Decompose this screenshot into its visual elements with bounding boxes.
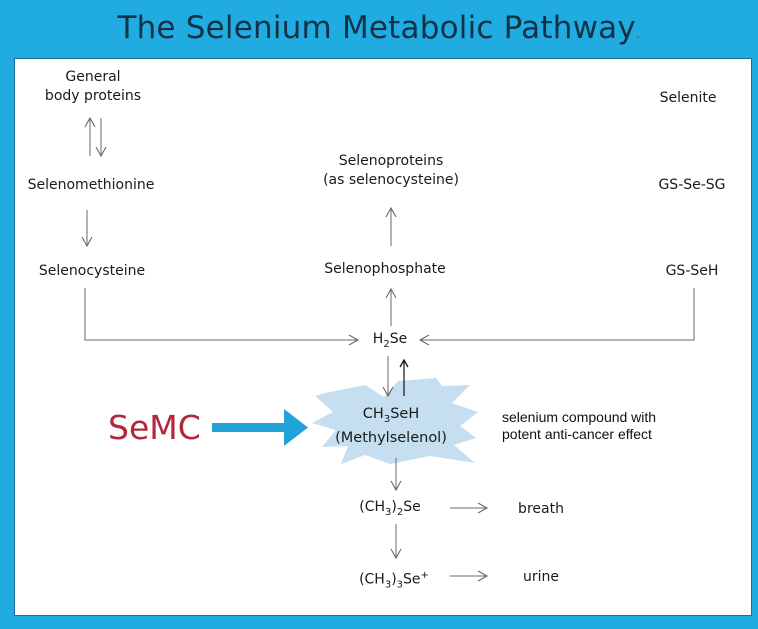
note-line1: selenium compound with (502, 409, 657, 425)
node-general-line2: body proteins (44, 88, 142, 104)
semc-arrow-shaft (212, 423, 288, 432)
node-gs-seh: GS-SeH (665, 263, 719, 279)
diagram-panel (14, 58, 752, 616)
node-dimethyl-selenide: (CH3)2Se (359, 499, 421, 518)
node-selenite: Selenite (659, 90, 717, 106)
node-methylselenol: CH3SeH (Methylselenol) (335, 405, 447, 448)
node-general-line1: General (65, 69, 121, 85)
node-selenocysteine: Selenocysteine (38, 263, 146, 279)
page-title: The Selenium Metabolic Pathway. (117, 10, 641, 46)
node-h2se: H2Se (372, 331, 408, 350)
methylselenol-burst (312, 378, 478, 464)
node-breath: breath (518, 501, 564, 517)
methylselenol-note: selenium compound with potent anti-cance… (502, 409, 656, 443)
node-selenophosphate: Selenophosphate (324, 261, 446, 277)
semc-arrow-head (284, 409, 308, 446)
arrow-gsseh-to-h2se (418, 288, 695, 346)
node-trimethyl-selenonium: (CH3)3Se+ (359, 570, 429, 591)
node-selenomethionine: Selenomethionine (27, 177, 155, 193)
node-methylselenol-name: (Methylselenol) (335, 429, 447, 446)
node-urine: urine (522, 569, 560, 585)
note-line2: potent anti-cancer effect (502, 426, 652, 442)
node-gs-se-sg: GS-Se-SG (658, 177, 726, 193)
semc-label: SeMC (108, 408, 201, 447)
node-selenoproteins-line2: (as selenocysteine) (323, 172, 459, 188)
arrow-selenocysteine-to-h2se (84, 288, 360, 346)
node-general-body-proteins: General body proteins (45, 68, 141, 106)
title-mark: . (635, 26, 641, 42)
node-selenoproteins-line1: Selenoproteins (338, 153, 444, 169)
node-selenoproteins: Selenoproteins (as selenocysteine) (323, 152, 459, 190)
node-methylselenol-formula: CH3SeH (362, 406, 420, 425)
